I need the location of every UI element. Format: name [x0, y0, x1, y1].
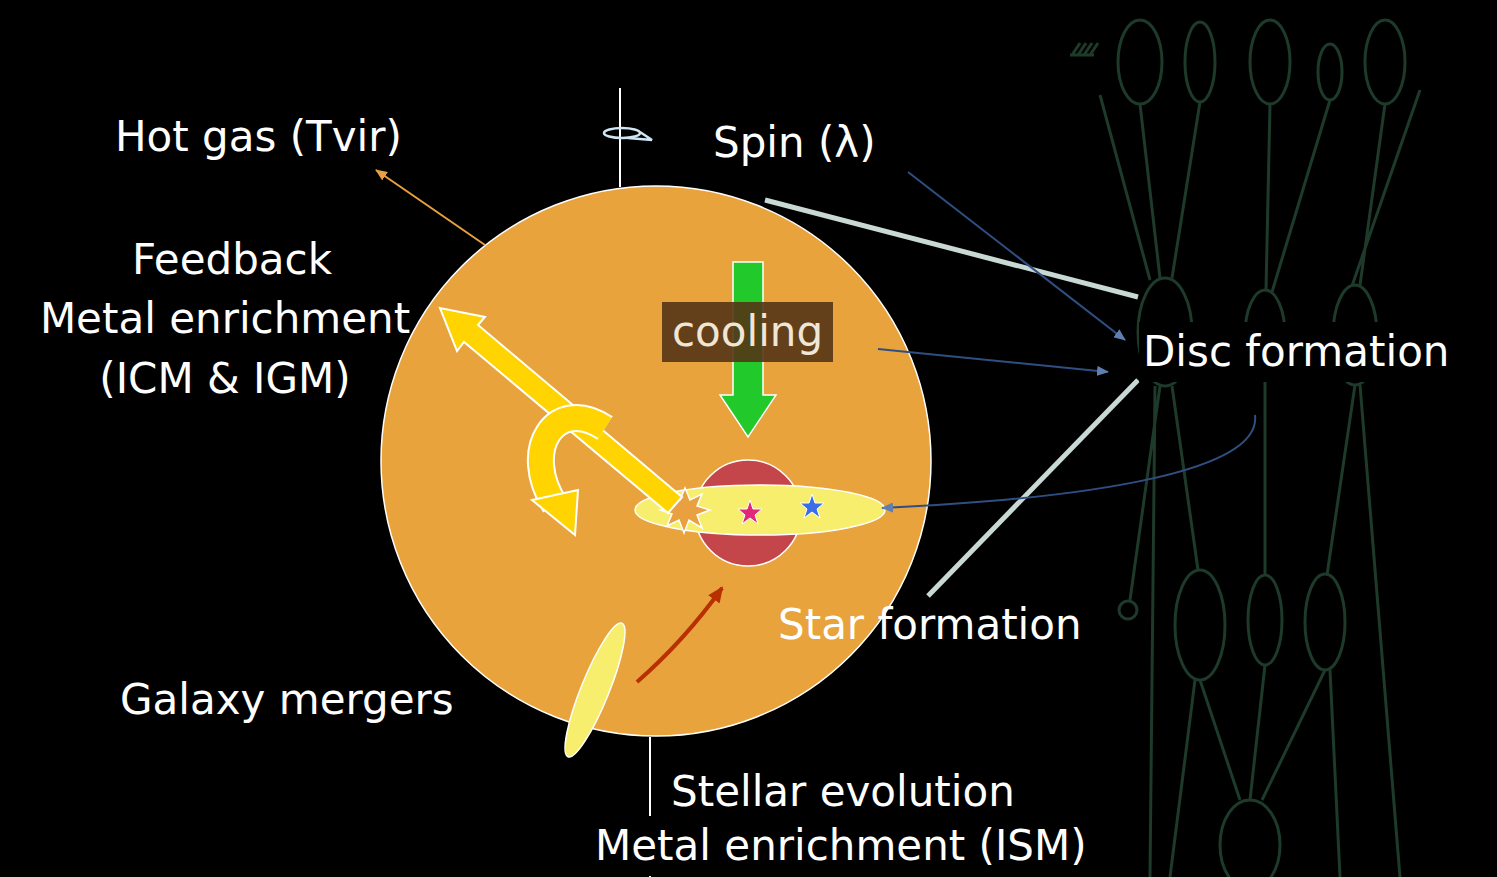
- process-label: Feedback: [132, 230, 332, 290]
- process-label: Hot gas (Tvir): [115, 107, 402, 167]
- process-label: Metal enrichment (ICM & IGM): [5, 289, 445, 409]
- process-label: Star formation: [778, 595, 1082, 655]
- process-label: Metal enrichment (ISM): [591, 816, 1091, 876]
- process-label: Galaxy mergers: [120, 670, 454, 730]
- node-text: cooling: [672, 306, 823, 358]
- process-label: Stellar evolution: [667, 762, 1019, 822]
- cooling-box: cooling: [662, 302, 833, 362]
- process-label: Disc formation: [1139, 322, 1453, 382]
- process-label: Spin (λ): [713, 113, 876, 173]
- merger-tree: [1070, 20, 1420, 877]
